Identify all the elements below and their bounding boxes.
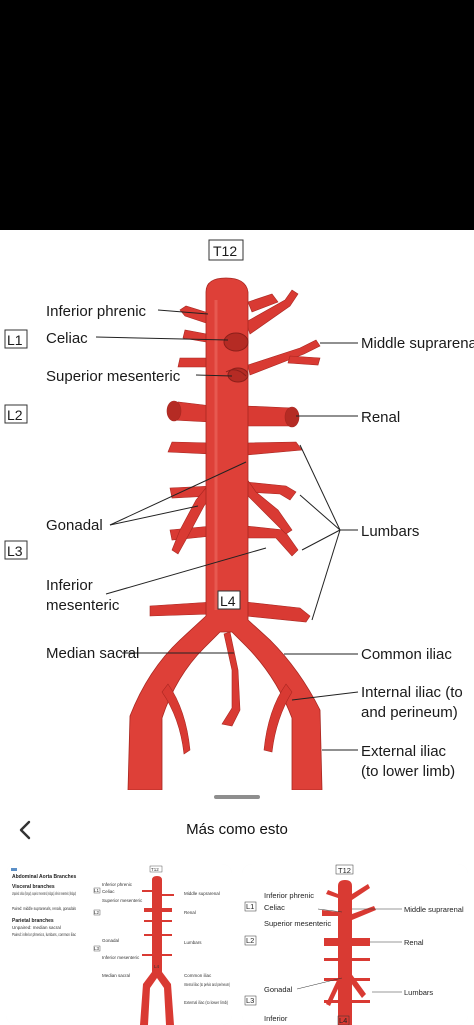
- svg-text:Inferior mesenteric: Inferior mesenteric: [102, 955, 140, 960]
- label-middle-suprarenal: Middle suprarenal: [361, 335, 474, 352]
- svg-text:L1: L1: [246, 902, 254, 911]
- label-inferior-phrenic: Inferior phrenic: [46, 303, 147, 320]
- svg-text:L1: L1: [94, 888, 100, 893]
- right-inferior-phrenic-branch: [245, 289, 299, 335]
- svg-text:L4: L4: [154, 964, 160, 969]
- right-internal-iliac: [263, 683, 293, 753]
- sheet-drag-handle[interactable]: [214, 795, 260, 799]
- svg-text:Lumbars: Lumbars: [184, 940, 202, 945]
- aorta-diagram: T12 L1 L2 L3 L4 Inferior phrenic Celiac …: [4, 239, 474, 790]
- thumbnail-1-diagram: Abdominal Aorta Branches Visceral branch…: [6, 864, 232, 1025]
- svg-text:Inferior phrenic: Inferior phrenic: [102, 882, 133, 887]
- label-internal-iliac-line2: and perineum): [361, 704, 458, 721]
- label-celiac: Celiac: [46, 330, 88, 347]
- svg-text:L4: L4: [339, 1016, 347, 1025]
- svg-text:L3: L3: [94, 946, 100, 951]
- label-external-iliac-line2: (to lower limb): [361, 763, 455, 780]
- median-sacral-artery: [221, 631, 241, 727]
- label-median-sacral: Median sacral: [46, 645, 139, 662]
- middle-suprarenal-branch: [247, 339, 321, 376]
- svg-text:Median sacral: Median sacral: [102, 973, 130, 978]
- svg-text:Gonadal: Gonadal: [102, 938, 119, 943]
- svg-text:L2: L2: [94, 910, 100, 915]
- svg-text:T12: T12: [338, 866, 351, 875]
- svg-text:Parietal branches: Parietal branches: [12, 918, 54, 924]
- more-like-this-title: Más como esto: [186, 821, 288, 838]
- svg-text:Superior mesenteric: Superior mesenteric: [102, 898, 143, 903]
- svg-text:Celiac: Celiac: [102, 889, 115, 894]
- svg-text:Paired: inferior phrenics, lum: Paired: inferior phrenics, lumbars, comm…: [12, 932, 76, 937]
- level-l3: L3: [7, 543, 23, 559]
- label-common-iliac: Common iliac: [361, 646, 452, 663]
- label-external-iliac-line1: External iliac: [361, 743, 447, 760]
- svg-text:Superior mesenteric: Superior mesenteric: [264, 919, 331, 928]
- top-black-bar: [0, 0, 474, 230]
- label-internal-iliac-line1: Internal iliac (to: [361, 684, 463, 701]
- svg-text:Internal iliac (to pelvis and: Internal iliac (to pelvis and perineum): [184, 982, 230, 987]
- celiac-stump: [223, 332, 249, 352]
- svg-text:L3: L3: [246, 996, 254, 1005]
- svg-text:Unpaired: median sacral: Unpaired: median sacral: [12, 925, 61, 930]
- svg-text:Abdominal Aorta Branches: Abdominal Aorta Branches: [12, 874, 76, 880]
- related-image-thumbnail-2[interactable]: T12 L1 L2 L3 L4 Inferior phrenic Celiac …: [242, 864, 468, 1025]
- svg-text:Paired: middle suprarenals, re: Paired: middle suprarenals, renals, gona…: [12, 906, 77, 911]
- svg-text:Middle suprarenal: Middle suprarenal: [404, 905, 464, 914]
- svg-text:L2: L2: [246, 936, 254, 945]
- related-image-thumbnail-1[interactable]: Abdominal Aorta Branches Visceral branch…: [6, 864, 232, 1025]
- svg-text:Common iliac: Common iliac: [184, 973, 212, 978]
- svg-text:External iliac (to lower limb): External iliac (to lower limb): [184, 1000, 228, 1005]
- label-superior-mesenteric: Superior mesenteric: [46, 368, 181, 385]
- label-gonadal: Gonadal: [46, 517, 103, 534]
- svg-text:Inferior phrenic: Inferior phrenic: [264, 891, 314, 900]
- label-lumbars: Lumbars: [361, 523, 419, 540]
- superior-mesenteric-stump: [227, 367, 249, 383]
- chevron-left-icon[interactable]: [14, 818, 38, 842]
- level-t12: T12: [213, 243, 237, 259]
- svg-text:Renal: Renal: [404, 938, 424, 947]
- svg-text:Inferior: Inferior: [264, 1014, 288, 1023]
- svg-text:Visceral branches: Visceral branches: [12, 884, 55, 890]
- svg-text:Celiac: Celiac: [264, 903, 285, 912]
- svg-text:Middle suprarenal: Middle suprarenal: [184, 891, 220, 896]
- svg-text:T12: T12: [151, 867, 159, 872]
- level-l2: L2: [7, 407, 23, 423]
- level-l1: L1: [7, 332, 23, 348]
- aorta-figure[interactable]: T12 L1 L2 L3 L4 Inferior phrenic Celiac …: [0, 230, 474, 790]
- thumbnail-2-diagram: T12 L1 L2 L3 L4 Inferior phrenic Celiac …: [242, 864, 468, 1025]
- more-like-this-header: Más como esto: [0, 812, 474, 852]
- label-renal: Renal: [361, 409, 400, 426]
- svg-text:Renal: Renal: [184, 910, 196, 915]
- svg-text:Gonadal: Gonadal: [264, 985, 293, 994]
- svg-text:Lumbars: Lumbars: [404, 988, 433, 997]
- left-internal-iliac: [161, 683, 191, 755]
- label-inferior-mesenteric-line2: mesenteric: [46, 597, 120, 614]
- svg-text:Unpaired: celiac (foregut), su: Unpaired: celiac (foregut), superior mes…: [12, 891, 76, 896]
- label-inferior-mesenteric-line1: Inferior: [46, 577, 93, 594]
- level-l4: L4: [220, 593, 236, 609]
